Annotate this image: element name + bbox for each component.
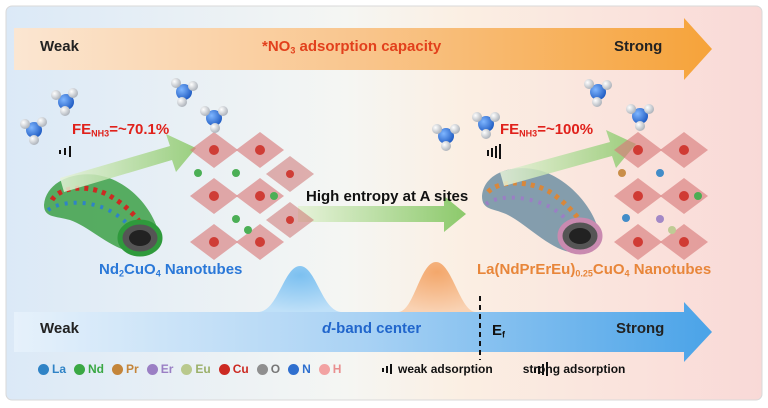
right-material-label: La(NdPrErEu)0.25CuO4 Nanotubes	[477, 261, 711, 278]
bottom-dband-arrow	[14, 302, 712, 362]
fe-value: =~100%	[537, 121, 594, 138]
right-nanotube	[482, 168, 603, 255]
strong-adsorption-marker-right	[487, 144, 501, 159]
legend-item: H	[318, 362, 342, 376]
legend-dot	[146, 363, 158, 375]
legend-dot	[74, 363, 86, 375]
material-subscript: 0.25	[575, 268, 593, 279]
legend-label: Nd	[88, 362, 105, 376]
material-subscript: 2	[119, 268, 125, 279]
material-part: Nanotubes	[629, 261, 712, 278]
middle-green-arrow	[298, 196, 466, 232]
nh3-molecule	[171, 78, 198, 107]
nh3-molecule	[432, 124, 460, 151]
right-lattice	[614, 132, 708, 260]
bottom-arrow-title: d-band center	[322, 320, 421, 337]
legend-strong-marker	[534, 362, 548, 376]
fe-value: =~70.1%	[109, 121, 170, 138]
weak-adsorption-label: weak adsorption	[398, 362, 493, 376]
material-part: Nd	[99, 261, 119, 278]
legend-item: La	[38, 362, 66, 376]
right-fe-label: FENH3=~100%	[500, 121, 593, 138]
left-lattice	[190, 132, 314, 260]
legend-label: Cu	[232, 362, 249, 376]
bottom-weak-label: Weak	[40, 320, 79, 337]
left-nanotube	[44, 174, 163, 257]
nh3-molecule	[626, 104, 654, 131]
legend-label: H	[332, 362, 342, 376]
top-strong-label: Strong	[614, 38, 663, 55]
top-capacity-arrow	[14, 18, 712, 80]
fermi-level-label: Ef	[492, 322, 505, 339]
legend-label: Pr	[126, 362, 139, 376]
legend-label: La	[52, 362, 67, 376]
weak-adsorption-marker-left	[59, 146, 71, 157]
nh3-molecule	[20, 117, 47, 145]
right-dband-peak	[398, 262, 476, 312]
legend-dot	[318, 363, 330, 375]
nh3-molecule	[472, 112, 500, 139]
element-legend: La Nd Pr Er Eu Cu O N H	[38, 361, 349, 377]
material-part: La(NdPrErEu)	[477, 261, 576, 278]
adsorption-legend: weak adsorption strong adsorption	[380, 361, 639, 377]
material-subscript: 4	[624, 268, 630, 279]
left-dband-peak	[258, 266, 342, 312]
strong-adsorption-label: strong adsorption	[522, 362, 626, 376]
top-weak-label: Weak	[40, 38, 79, 55]
fe-prefix: FE	[500, 121, 520, 138]
nh3-molecule	[200, 106, 228, 133]
legend-weak-marker	[382, 364, 392, 374]
legend-dot	[181, 363, 193, 375]
bottom-strong-label: Strong	[616, 320, 665, 337]
legend-item: N	[288, 362, 311, 376]
title-suffix: adsorption capacity	[295, 38, 442, 55]
ef-main: E	[492, 322, 503, 339]
legend-item: Er	[146, 362, 174, 376]
left-fe-label: FENH3=~70.1%	[72, 121, 169, 138]
fe-prefix: FE	[72, 121, 92, 138]
title-subscript: 3	[290, 45, 296, 56]
legend-label: Eu	[195, 362, 211, 376]
title-prefix: *NO	[262, 38, 291, 55]
ef-subscript: f	[502, 329, 506, 340]
fe-subscript: NH3	[91, 128, 110, 139]
material-part: CuO	[124, 261, 156, 278]
legend-item: Cu	[218, 362, 249, 376]
legend-label: O	[270, 362, 281, 376]
material-part: CuO	[592, 261, 625, 278]
fe-subscript: NH3	[519, 128, 538, 139]
left-material-label: Nd2CuO4 Nanotubes	[99, 261, 242, 278]
legend-item: Pr	[112, 362, 139, 376]
legend-label: N	[302, 362, 311, 376]
legend-dot	[256, 363, 268, 375]
legend-label: Er	[160, 362, 174, 376]
nh3-molecule	[51, 88, 78, 116]
right-green-arrow	[500, 130, 636, 186]
panel-background	[5, 5, 763, 401]
material-subscript: 4	[155, 268, 161, 279]
top-arrow-title: *NO3 adsorption capacity	[262, 38, 441, 55]
legend-dot	[112, 363, 124, 375]
high-entropy-label: High entropy at A sites	[306, 188, 469, 205]
nh3-molecule	[584, 79, 612, 107]
legend-item: Eu	[181, 362, 211, 376]
legend-dot	[38, 363, 49, 375]
material-part: Nanotubes	[160, 261, 243, 278]
legend-dot	[218, 363, 230, 375]
legend-item: Nd	[74, 362, 104, 376]
left-green-arrow	[60, 134, 196, 192]
legend-item: O	[256, 362, 281, 376]
title-rest: -band center	[331, 320, 422, 337]
legend-dot	[288, 363, 300, 375]
title-italic: d	[322, 320, 332, 337]
